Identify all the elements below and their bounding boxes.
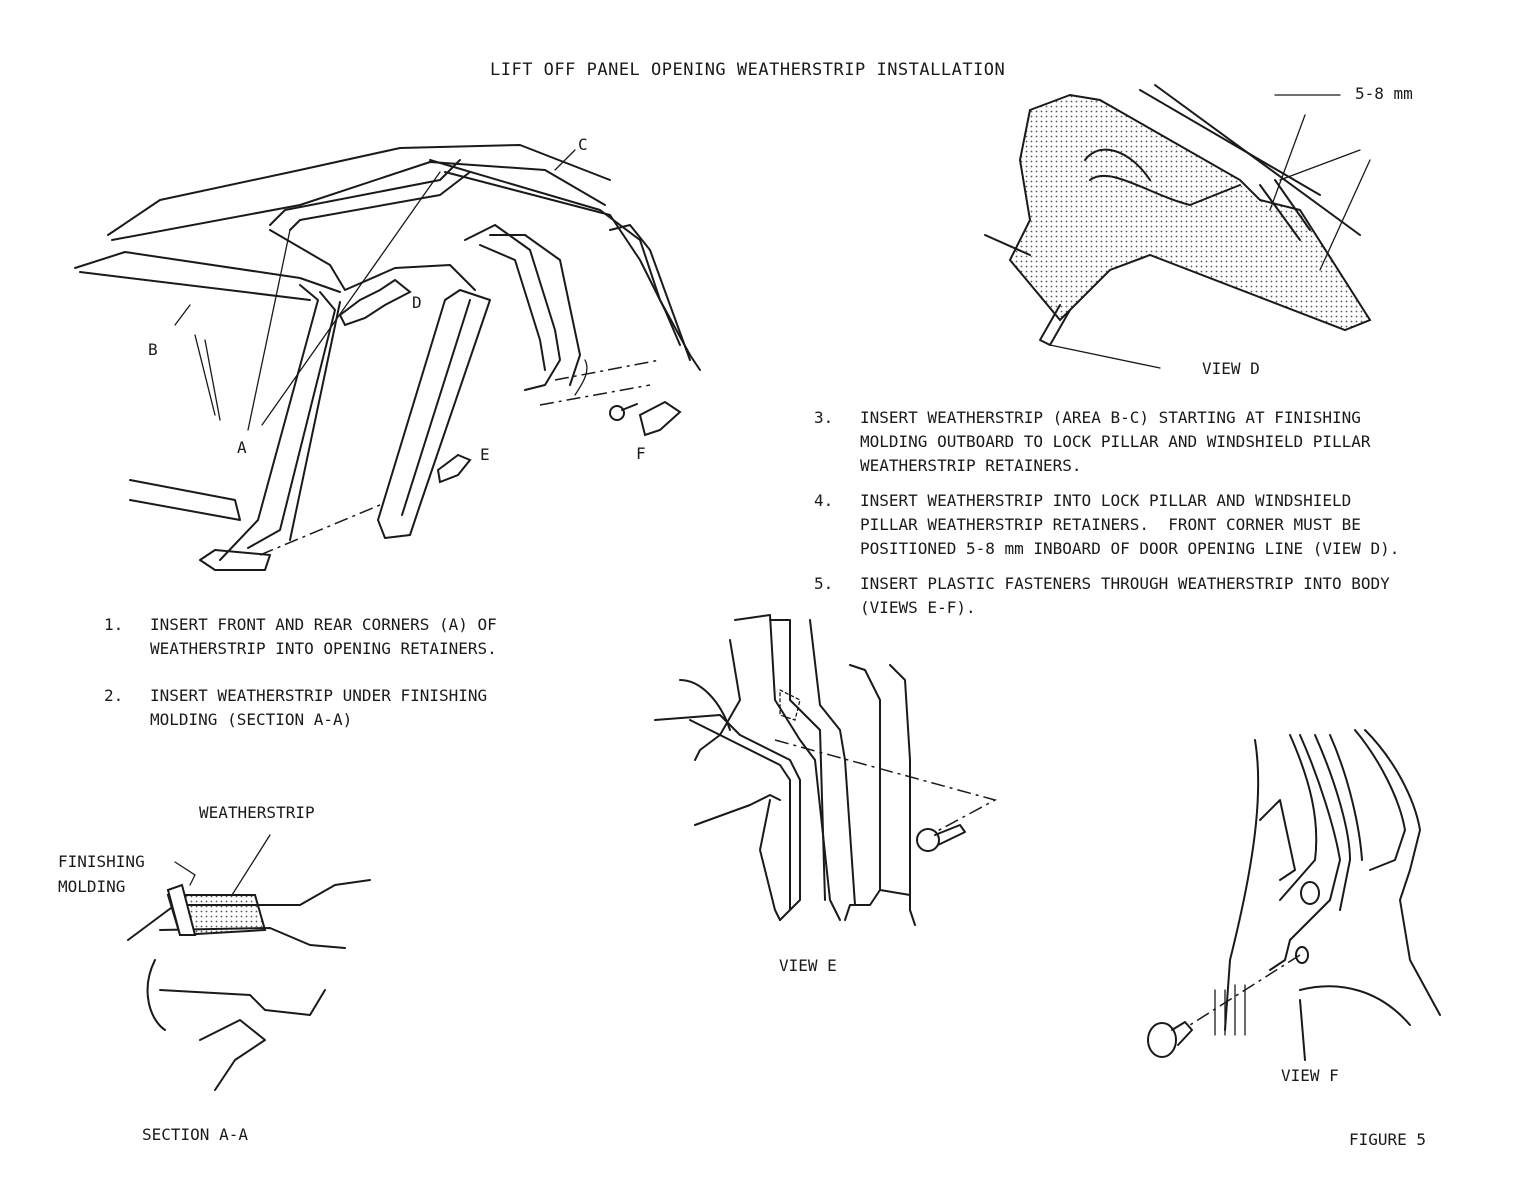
step-4: 4. INSERT WEATHERSTRIP INTO LOCK PILLAR … (814, 489, 1514, 569)
page-title: LIFT OFF PANEL OPENING WEATHERSTRIP INST… (490, 60, 1006, 80)
section-aa-label: SECTION A-A (142, 1125, 248, 1144)
step-2: 2. INSERT WEATHERSTRIP UNDER FINISHING M… (104, 684, 604, 740)
molding-label: MOLDING (58, 877, 126, 896)
view-e-illustration (654, 614, 998, 926)
step-4-number: 4. (814, 491, 834, 510)
step-1-number: 1. (104, 615, 124, 634)
step-1-line-2: WEATHERSTRIP INTO OPENING RETAINERS. (150, 639, 497, 658)
figure-label: FIGURE 5 (1349, 1130, 1427, 1149)
step-2-line-2: MOLDING (SECTION A-A) (150, 710, 353, 729)
step-3-line-3: WEATHERSTRIP RETAINERS. (860, 456, 1082, 475)
finishing-label: FINISHING (58, 852, 145, 871)
step-1-line-1: INSERT FRONT AND REAR CORNERS (A) OF (150, 615, 497, 634)
section-aa-illustration (127, 834, 371, 1091)
callout-d: D (412, 293, 422, 312)
dimension-label: 5-8 mm (1355, 84, 1413, 103)
callout-b: B (148, 340, 158, 359)
step-4-line-2: PILLAR WEATHERSTRIP RETAINERS. FRONT COR… (860, 515, 1361, 534)
step-5: 5. INSERT PLASTIC FASTENERS THROUGH WEAT… (814, 572, 1514, 628)
step-3-line-1: INSERT WEATHERSTRIP (AREA B-C) STARTING … (860, 408, 1361, 427)
callout-a: A (237, 438, 247, 457)
step-5-line-1: INSERT PLASTIC FASTENERS THROUGH WEATHER… (860, 574, 1390, 593)
view-d-label: VIEW D (1202, 359, 1260, 378)
view-f-illustration (1147, 729, 1441, 1061)
step-3: 3. INSERT WEATHERSTRIP (AREA B-C) STARTI… (814, 406, 1514, 486)
step-1: 1. INSERT FRONT AND REAR CORNERS (A) OF … (104, 613, 604, 669)
step-5-number: 5. (814, 574, 834, 593)
callout-c: C (578, 135, 588, 154)
step-4-line-1: INSERT WEATHERSTRIP INTO LOCK PILLAR AND… (860, 491, 1352, 510)
step-2-number: 2. (104, 686, 124, 705)
step-2-line-1: INSERT WEATHERSTRIP UNDER FINISHING (150, 686, 488, 705)
weatherstrip-label: WEATHERSTRIP (199, 803, 315, 822)
view-d-illustration (984, 84, 1372, 369)
main-roof-illustration (74, 144, 701, 571)
view-f-label: VIEW F (1281, 1066, 1339, 1085)
step-5-line-2: (VIEWS E-F). (860, 598, 976, 617)
view-e-label: VIEW E (779, 956, 837, 975)
callout-e: E (480, 445, 490, 464)
callout-f: F (636, 444, 646, 463)
step-3-line-2: MOLDING OUTBOARD TO LOCK PILLAR AND WIND… (860, 432, 1371, 451)
step-4-line-3: POSITIONED 5-8 mm INBOARD OF DOOR OPENIN… (860, 539, 1400, 558)
step-3-number: 3. (814, 408, 834, 427)
